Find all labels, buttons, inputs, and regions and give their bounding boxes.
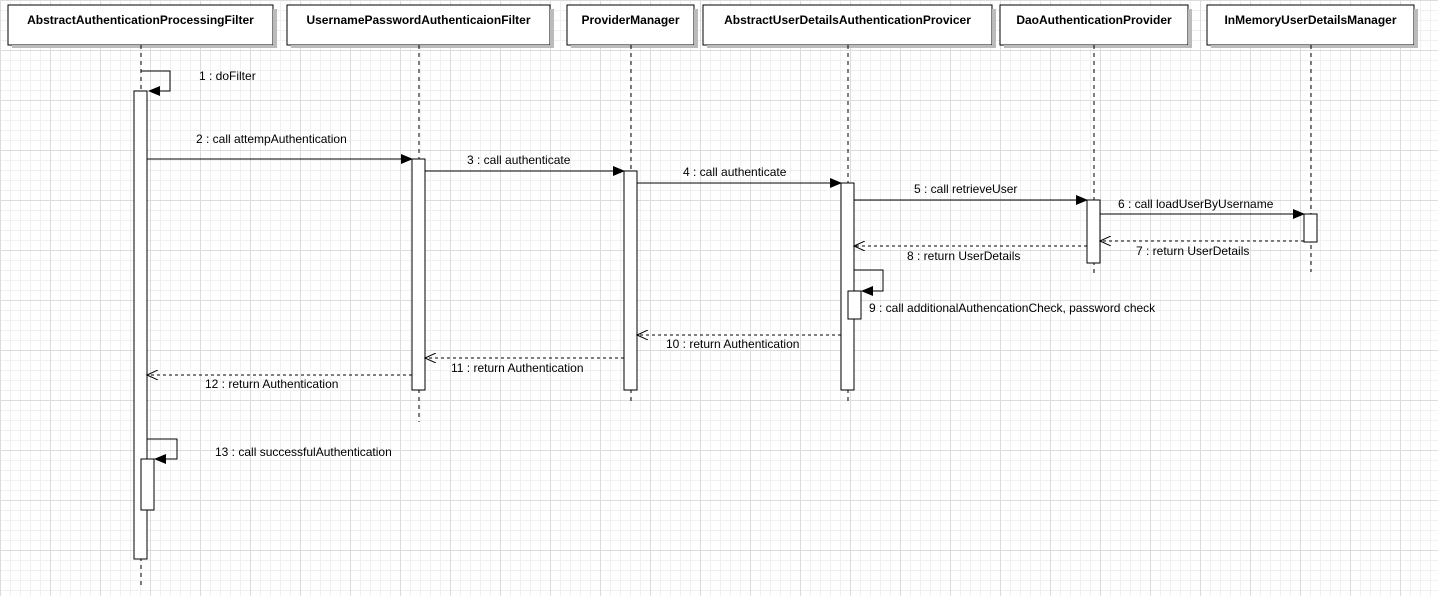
lifeline-header-apf[interactable]: AbstractAuthenticationProcessingFilter [7, 4, 277, 48]
activation-audap-nested [847, 290, 862, 320]
lifeline-header-dao[interactable]: DaoAuthenticationProvider [999, 4, 1192, 48]
activation-pm [623, 170, 638, 391]
message-label-7: 7 : return UserDetails [1136, 244, 1249, 258]
lifeline-label: UsernamePasswordAuthenticaionFilter [306, 13, 530, 27]
activation-upaf [411, 158, 426, 391]
message-label-9: 9 : call additionalAuthencationCheck, pa… [869, 301, 1156, 315]
lifeline-header-imud[interactable]: InMemoryUserDetailsManager [1206, 4, 1418, 48]
lifeline-lines [140, 45, 1312, 585]
message-arrow-13 [147, 438, 178, 464]
activation-apf-nested [140, 458, 155, 511]
message-arrow-9 [854, 269, 884, 296]
activation-audap [840, 182, 855, 391]
activation-imud [1303, 213, 1318, 243]
lifeline-label: DaoAuthenticationProvider [1016, 13, 1172, 27]
message-label-13: 13 : call successfulAuthentication [215, 445, 392, 459]
message-label-2: 2 : call attempAuthentication [196, 132, 347, 146]
message-label-4: 4 : call authenticate [683, 165, 787, 179]
message-arrow-1 [141, 70, 171, 96]
lifeline-label: InMemoryUserDetailsManager [1224, 13, 1396, 27]
message-label-8: 8 : return UserDetails [907, 249, 1020, 263]
message-arrows [141, 70, 1305, 464]
lifeline-label: AbstractAuthenticationProcessingFilter [27, 13, 254, 27]
message-label-5: 5 : call retrieveUser [914, 182, 1017, 196]
message-label-10: 10 : return Authentication [666, 337, 799, 351]
activation-bars [133, 90, 1318, 560]
lifeline-header-pm[interactable]: ProviderManager [566, 4, 698, 48]
message-label-6: 6 : call loadUserByUsername [1118, 197, 1274, 211]
activation-apf [133, 90, 148, 560]
lifeline-header-audap[interactable]: AbstractUserDetailsAuthenticationProvice… [702, 4, 996, 48]
message-label-1: 1 : doFilter [199, 69, 256, 83]
message-label-12: 12 : return Authentication [205, 377, 338, 391]
message-label-3: 3 : call authenticate [467, 153, 571, 167]
lifeline-label: AbstractUserDetailsAuthenticationProvice… [724, 13, 971, 27]
activation-dao [1086, 199, 1101, 264]
lifeline-label: ProviderManager [581, 13, 679, 27]
lifeline-header-upaf[interactable]: UsernamePasswordAuthenticaionFilter [286, 4, 554, 48]
message-label-11: 11 : return Authentication [451, 361, 584, 375]
